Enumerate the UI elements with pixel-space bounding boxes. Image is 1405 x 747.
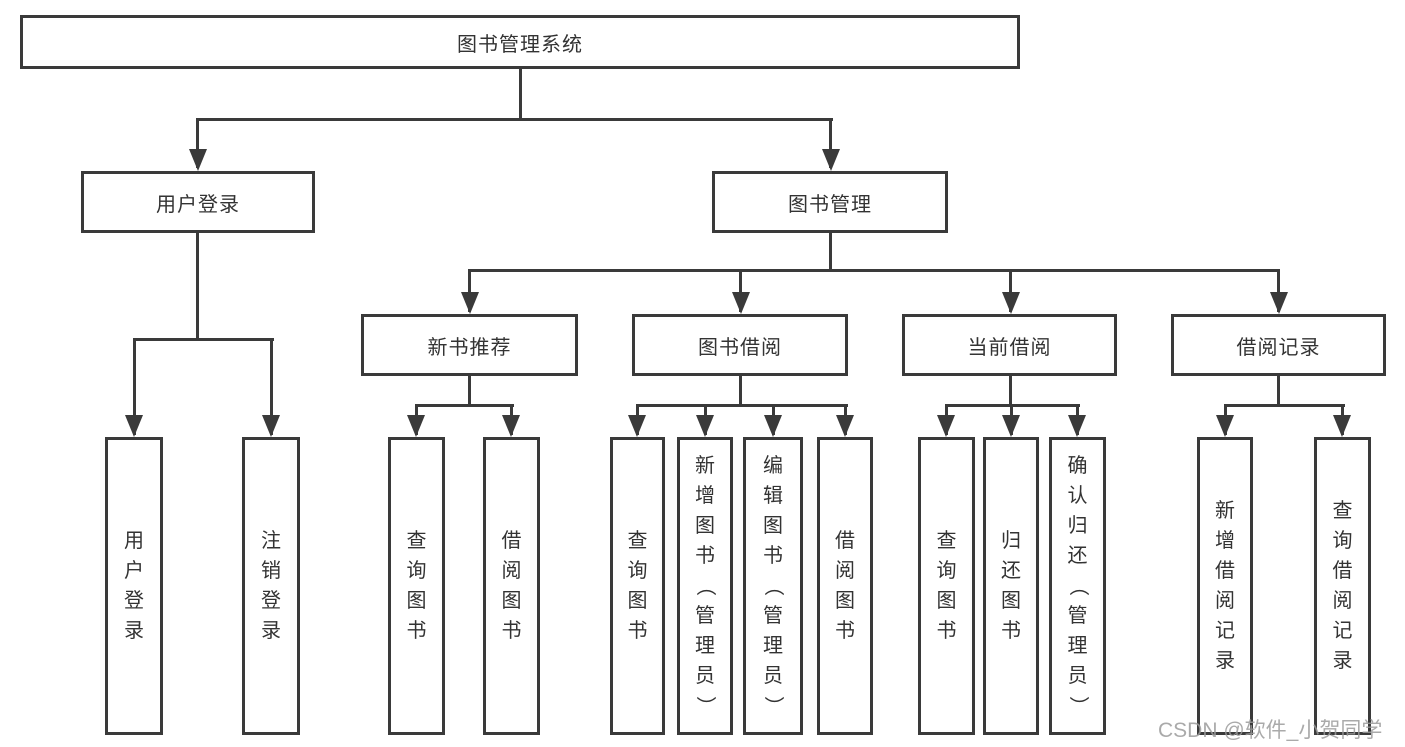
leaf-edit-books-admin: 编辑图书（管理员） [743, 437, 803, 735]
leaf-logout: 注销登录 [242, 437, 300, 735]
connector-mgmt-rail [468, 269, 1280, 272]
node-book-management-label: 图书管理 [788, 193, 872, 216]
leaf-query-books-borrowing: 查询图书 [610, 437, 665, 735]
connector-mgmt-stem [829, 233, 832, 271]
connector-drop-bookborrow [739, 269, 742, 312]
arrow-down-icon [125, 415, 143, 437]
arrow-down-icon [836, 415, 854, 437]
leaf-borrow-books: 借阅图书 [817, 437, 873, 735]
arrow-down-icon [1002, 292, 1020, 314]
watermark: CSDN @软件_小贺同学 [1158, 719, 1383, 742]
connector-drop-leaf [133, 338, 136, 435]
connector-drop-currentborrow [1009, 269, 1012, 312]
arrow-down-icon [732, 292, 750, 314]
node-current-borrowing-label: 当前借阅 [967, 336, 1052, 359]
connector-newrec-stem [468, 376, 471, 406]
connector-root-rail [196, 118, 833, 121]
leaf-query-books-recommend: 查询图书 [388, 437, 445, 735]
arrow-down-icon [628, 415, 646, 437]
connector-drop-book-management [829, 118, 832, 168]
arrow-down-icon [1216, 415, 1234, 437]
node-borrowing-records-label: 借阅记录 [1236, 336, 1321, 359]
leaf-confirm-return-admin: 确认归还（管理员） [1049, 437, 1106, 735]
node-new-book-recommend-label: 新书推荐 [427, 336, 512, 359]
connector-bookborrow-rail [636, 404, 848, 407]
arrow-down-icon [696, 415, 714, 437]
connector-drop-leaf [270, 338, 273, 435]
connector-drop-user-login [196, 118, 199, 168]
connector-newrec-rail [415, 404, 514, 407]
connector-drop-records [1277, 269, 1280, 312]
arrow-down-icon [262, 415, 280, 437]
leaf-return-books: 归还图书 [983, 437, 1039, 735]
connector-userlogin-stem [196, 233, 199, 340]
node-new-book-recommend: 新书推荐 [361, 314, 578, 376]
connector-userlogin-rail [133, 338, 274, 341]
connector-bookborrow-stem [739, 376, 742, 406]
connector-records-stem [1277, 376, 1280, 406]
leaf-query-borrow-record: 查询借阅记录 [1314, 437, 1371, 735]
leaf-add-books-admin: 新增图书（管理员） [677, 437, 733, 735]
connector-root-stem [519, 68, 522, 120]
arrow-down-icon [407, 415, 425, 437]
node-book-borrowing-label: 图书借阅 [698, 336, 782, 359]
leaf-borrow-books-recommend: 借阅图书 [483, 437, 540, 735]
node-root-label: 图书管理系统 [457, 33, 583, 56]
node-user-login-label: 用户登录 [156, 193, 240, 216]
connector-drop-newrec [468, 269, 471, 312]
arrow-down-icon [764, 415, 782, 437]
leaf-query-books-current: 查询图书 [918, 437, 975, 735]
leaf-user-login: 用户登录 [105, 437, 163, 735]
connector-records-rail [1224, 404, 1345, 407]
node-user-login: 用户登录 [81, 171, 315, 233]
arrow-down-icon [1002, 415, 1020, 437]
node-book-management: 图书管理 [712, 171, 948, 233]
arrow-down-icon [937, 415, 955, 437]
arrow-down-icon [502, 415, 520, 437]
node-borrowing-records: 借阅记录 [1171, 314, 1386, 376]
leaf-add-borrow-record: 新增借阅记录 [1197, 437, 1253, 735]
arrow-down-icon [1270, 292, 1288, 314]
arrow-down-icon [1068, 415, 1086, 437]
connector-currentborrow-stem [1009, 376, 1012, 406]
arrow-down-icon [461, 292, 479, 314]
node-root: 图书管理系统 [20, 15, 1020, 69]
arrow-down-icon [189, 149, 207, 171]
node-current-borrowing: 当前借阅 [902, 314, 1117, 376]
arrow-down-icon [1333, 415, 1351, 437]
arrow-down-icon [822, 149, 840, 171]
node-book-borrowing: 图书借阅 [632, 314, 848, 376]
